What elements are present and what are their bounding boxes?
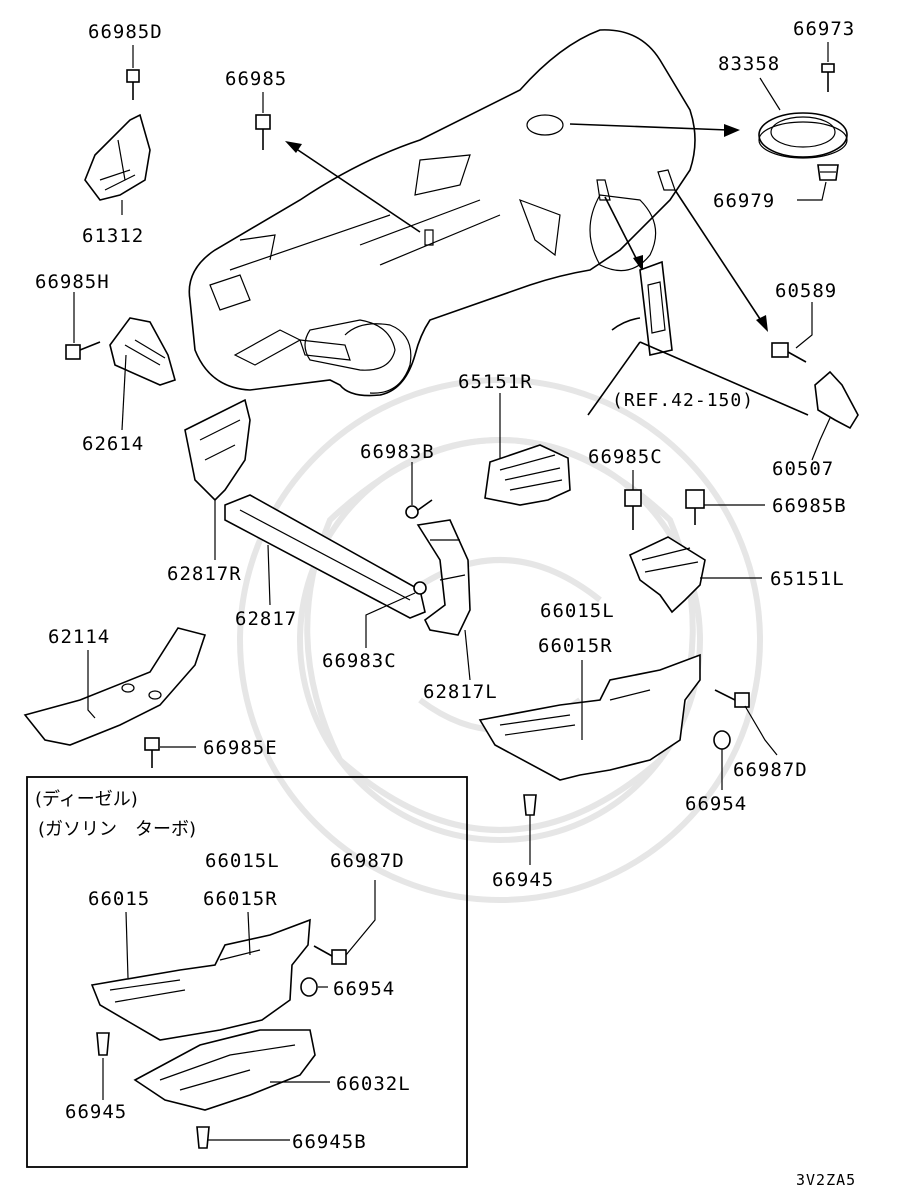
undercover-66015: [478, 653, 701, 781]
label-65151L: 65151L: [770, 568, 845, 590]
inset-label-66945B: 66945B: [292, 1131, 367, 1153]
label-66015R: 66015R: [538, 635, 613, 657]
inset-title-line2: (ガソリン ターボ): [38, 819, 196, 840]
rivet-66983C: [413, 581, 427, 595]
clip-66979: [817, 164, 839, 181]
label-66985D: 66985D: [88, 21, 163, 43]
bolt-66985C: [624, 489, 642, 530]
screw-66973: [821, 63, 835, 92]
inset-diesel-turbo: (ディーゼル) (ガソリン ターボ) 66015L 66987D 66015 6…: [26, 776, 468, 1168]
car-body-outline: [188, 29, 696, 397]
label-62817: 62817: [235, 608, 297, 630]
inset-label-66015R: 66015R: [203, 888, 278, 910]
inset-undercover-66015: [90, 918, 311, 1041]
body-bracket-ref: [587, 260, 809, 416]
label-62817R: 62817R: [167, 563, 242, 585]
inset-bolt-66987D: [331, 949, 347, 965]
inset-label-66987D: 66987D: [330, 850, 405, 872]
label-83358: 83358: [718, 53, 780, 75]
bar-62817: [224, 494, 426, 619]
label-66945: 66945: [492, 869, 554, 891]
inset-label-66015: 66015: [88, 888, 150, 910]
bolt-66987D: [714, 689, 750, 708]
part-labels: 66985D 61312 66985 66973 83358 66979 669…: [35, 18, 855, 891]
grommet-83358: [758, 112, 848, 159]
inset-clip-66945: [96, 1032, 110, 1056]
inset-clip-66945B: [196, 1126, 210, 1149]
label-66015L: 66015L: [540, 600, 615, 622]
bolt-60589: [771, 342, 807, 363]
label-61312: 61312: [82, 225, 144, 247]
reference-arrows: [285, 123, 768, 332]
label-66985B: 66985B: [772, 495, 847, 517]
bracket-62817L: [416, 519, 471, 636]
inset-undercover-66032L: [133, 1029, 316, 1111]
label-66983C: 66983C: [322, 650, 397, 672]
leader-lines: [73, 42, 831, 865]
label-62817L: 62817L: [423, 681, 498, 703]
inset-label-66945: 66945: [65, 1101, 127, 1123]
label-62614: 62614: [82, 433, 144, 455]
label-66973: 66973: [793, 18, 855, 40]
label-66979: 66979: [713, 190, 775, 212]
label-65151R: 65151R: [458, 371, 533, 393]
label-66985: 66985: [225, 68, 287, 90]
label-66985C: 66985C: [588, 446, 663, 468]
bolt-66985B: [685, 489, 705, 525]
label-66985E: 66985E: [203, 737, 278, 759]
label-ref-42-150: (REF.42-150): [612, 390, 754, 411]
diagram-code: 3V2ZA5: [796, 1171, 856, 1187]
label-60507: 60507: [772, 458, 834, 480]
bracket-61312: [84, 113, 151, 201]
bolt-66985D: [126, 69, 140, 100]
label-66987D: 66987D: [733, 759, 808, 781]
bolt-66985E: [144, 737, 160, 768]
label-66983B: 66983B: [360, 441, 435, 463]
inset-label-66015L: 66015L: [205, 850, 280, 872]
label-66985H: 66985H: [35, 271, 110, 293]
label-60589: 60589: [775, 280, 837, 302]
shield-65151R: [484, 444, 571, 506]
shield-65151L: [628, 536, 706, 614]
cover-62114: [23, 627, 207, 746]
label-62114: 62114: [48, 626, 110, 648]
inset-nut-66954: [300, 977, 318, 997]
bracket-60507: [814, 370, 859, 430]
inset-title-line1: (ディーゼル): [35, 789, 138, 810]
bolt-66985: [255, 114, 271, 150]
clip-66945: [523, 794, 537, 816]
nut-66954: [713, 730, 731, 750]
label-66954: 66954: [685, 793, 747, 815]
rivet-66983B: [405, 499, 433, 519]
bracket-62614: [109, 317, 176, 386]
inset-label-66954: 66954: [333, 978, 395, 1000]
bolt-66985H: [65, 341, 101, 360]
inset-label-66032L: 66032L: [336, 1073, 411, 1095]
bracket-62817R: [184, 398, 251, 502]
